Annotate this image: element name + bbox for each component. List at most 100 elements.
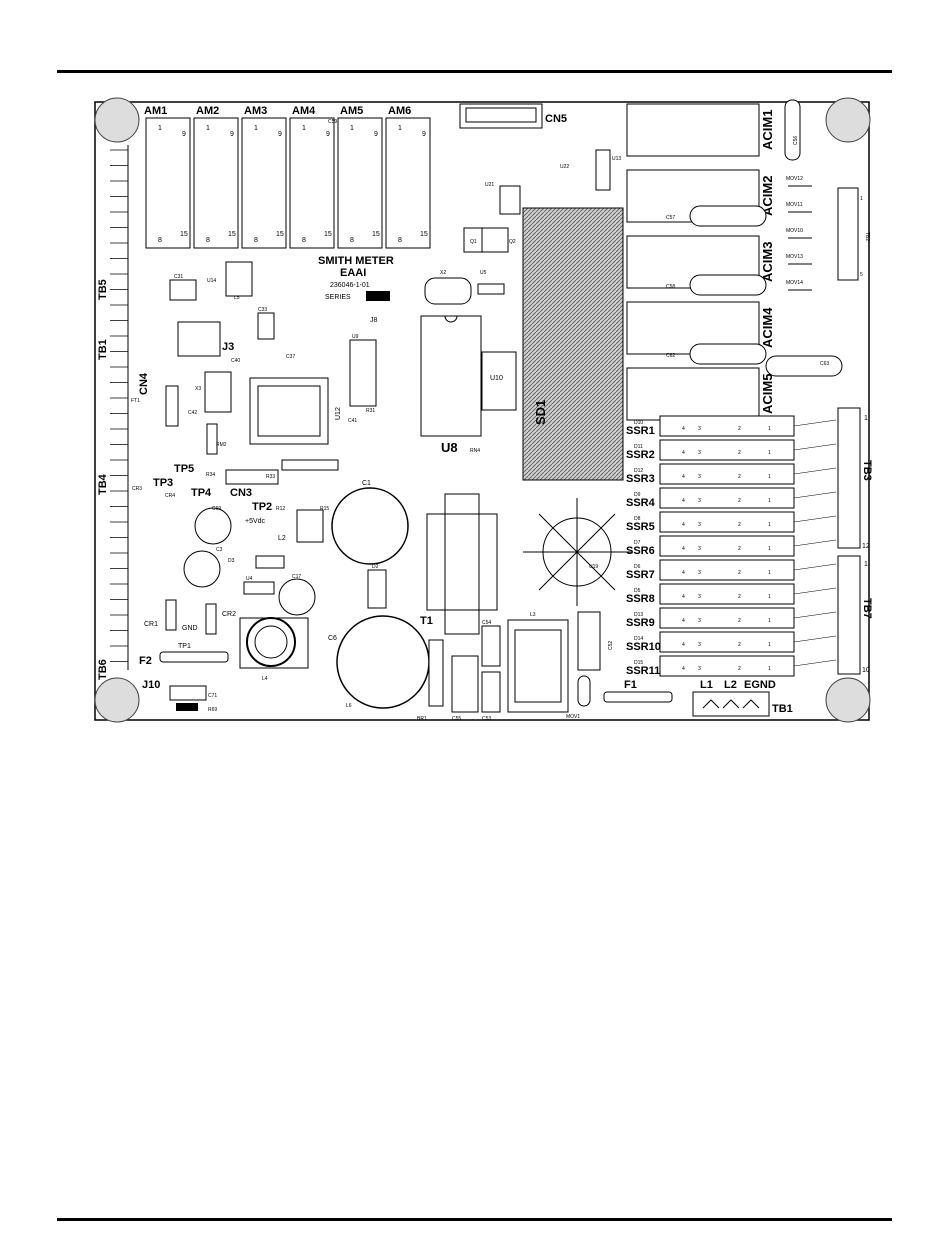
series-box	[366, 291, 390, 301]
t1-transformer	[426, 513, 498, 611]
t1-label: T1	[420, 615, 433, 627]
ssr-body	[659, 583, 795, 605]
q1-label: Q1	[470, 239, 477, 245]
ssr-label: SSR8	[626, 593, 655, 605]
ssr-pin: 4	[682, 426, 685, 432]
ssr-trace	[793, 515, 837, 523]
ssr-trace	[793, 419, 837, 427]
cr2-label: CR2	[222, 611, 236, 618]
ssr-label: SSR3	[626, 473, 655, 485]
ssr-pin: 1	[768, 426, 771, 432]
am-pin: 9	[374, 131, 378, 138]
tb1-label: TB1	[772, 703, 793, 715]
u19-label: U19	[589, 564, 598, 570]
ssr-trace	[793, 611, 837, 619]
ssr-trace	[793, 539, 837, 547]
d3-label: D3	[228, 558, 235, 564]
ssr-pin: 3	[698, 450, 701, 456]
tp4-label: TP4	[191, 487, 212, 499]
tb1-l2-label: L2	[724, 679, 737, 691]
title-series: SERIES	[325, 294, 351, 301]
am-pin: 1	[158, 125, 162, 132]
ssr-body	[659, 631, 795, 653]
am-pin: 9	[422, 131, 426, 138]
r34-label: R34	[206, 472, 215, 478]
gnd-label: GND	[182, 625, 198, 632]
ssr-diode-label: D12	[634, 468, 643, 474]
c6-label: C6	[328, 635, 337, 642]
u22-label: U22	[560, 164, 569, 170]
acim-cap-label: C58	[666, 284, 675, 290]
mount-hole	[825, 677, 871, 723]
u8-label: U8	[441, 440, 458, 455]
am-pin: 8	[254, 237, 258, 244]
u9-chip	[349, 339, 377, 407]
acim-label: ACIM1	[760, 110, 775, 150]
tp2-label: TP2	[252, 501, 272, 513]
r31-label: R31	[366, 408, 375, 414]
am-pin: 15	[276, 231, 284, 238]
acim-label: ACIM5	[760, 374, 775, 414]
acim-cap	[689, 343, 767, 365]
am-relay-label: AM3	[244, 105, 267, 117]
c33-label: C33	[258, 307, 267, 313]
tb2-pin1: 1	[860, 196, 863, 202]
am-pin: 1	[254, 125, 258, 132]
l3-label: L3	[530, 612, 536, 618]
d2-label: D2	[372, 564, 379, 570]
mount-hole	[825, 97, 871, 143]
ssr-pin: 1	[768, 570, 771, 576]
ssr-body	[659, 535, 795, 557]
ssr-body	[659, 463, 795, 485]
f2-label: F2	[139, 655, 152, 667]
tp3-label: TP3	[153, 477, 173, 489]
c3-label: C3	[216, 547, 223, 553]
am-relay-body	[337, 117, 383, 249]
ssr-pin: 1	[768, 474, 771, 480]
ssr-pin: 1	[768, 618, 771, 624]
ssr-trace	[793, 491, 837, 499]
mov-label: MOV14	[786, 280, 803, 286]
ssr-pin: 4	[682, 498, 685, 504]
am-relay-label: AM4	[292, 105, 316, 117]
cr3-label: CR3	[132, 486, 142, 492]
tp5-label: TP5	[174, 463, 194, 475]
ssr-pin: 1	[768, 546, 771, 552]
c71-label: C71	[208, 693, 217, 699]
tp1-label: TP1	[178, 643, 191, 650]
x2-label: X2	[440, 270, 446, 276]
c52-cap	[577, 611, 601, 671]
ssr-body	[659, 511, 795, 533]
ssr-diode-label: D10	[634, 420, 643, 426]
u21-label: U21	[485, 182, 494, 188]
am-pin: 15	[228, 231, 236, 238]
am-pin: 1	[206, 125, 210, 132]
ssr-trace	[793, 635, 837, 643]
ssr-trace	[793, 659, 837, 667]
ssr-pin: 1	[768, 450, 771, 456]
r33-label: R33	[266, 474, 275, 480]
ssr-diode-label: D13	[634, 612, 643, 618]
c3-cap	[183, 550, 221, 588]
am-relay-label: AM6	[388, 105, 411, 117]
u8-chip	[420, 315, 482, 437]
ssr-pin: 3	[698, 546, 701, 552]
cr4-label: CR4	[165, 493, 175, 499]
am-pin: 15	[372, 231, 380, 238]
tb3-pin12: 12	[862, 543, 870, 550]
c69-cap	[194, 507, 232, 545]
am-pin: 9	[326, 131, 330, 138]
u10-label: U10	[490, 375, 503, 382]
ssr-label: SSR10	[626, 641, 661, 653]
ssr-diode-label: D5	[634, 588, 641, 594]
sd-area	[522, 207, 624, 481]
u5-label: U5	[480, 270, 487, 276]
ssr-body	[659, 439, 795, 461]
acim-module	[626, 367, 760, 421]
ssr-pin: 1	[768, 594, 771, 600]
am-pin: 1	[350, 125, 354, 132]
am-pin: 8	[206, 237, 210, 244]
am-relay-label: AM1	[144, 105, 167, 117]
